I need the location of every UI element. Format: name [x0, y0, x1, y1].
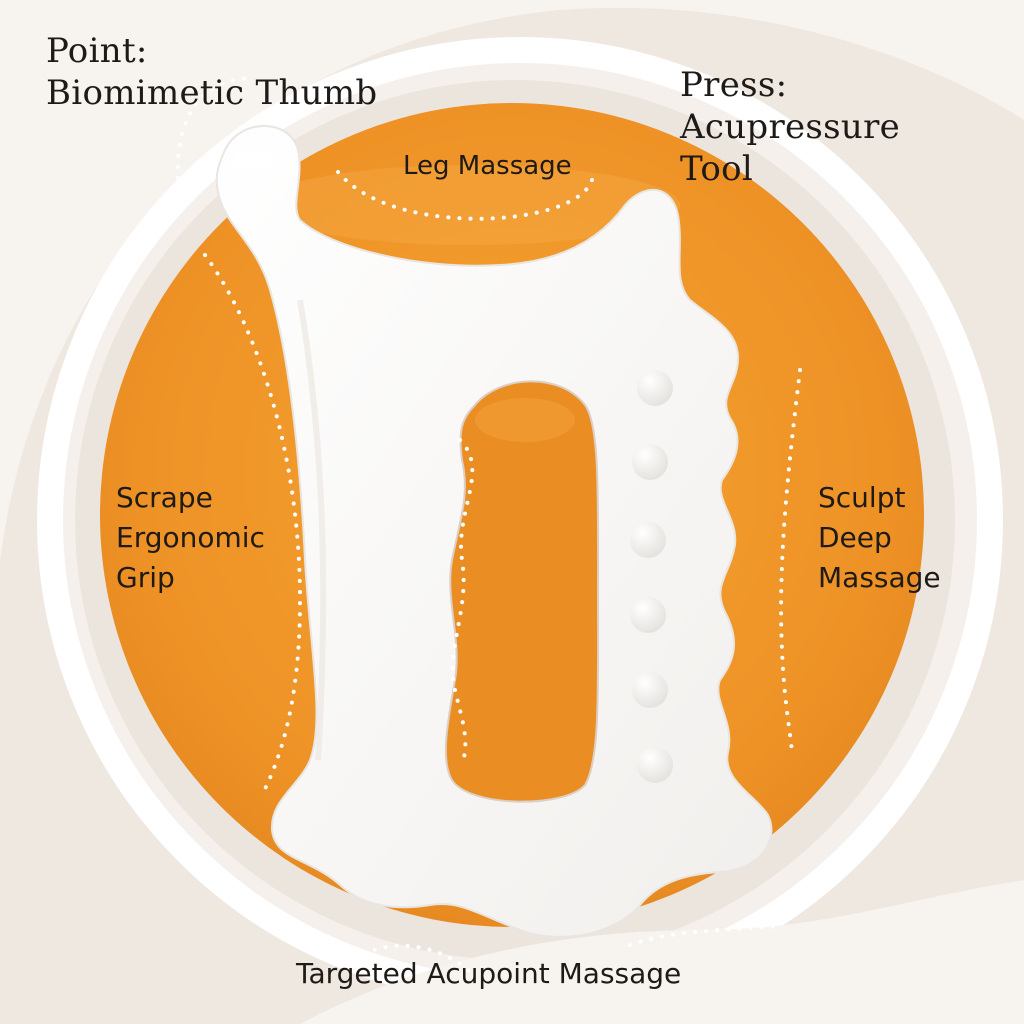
bump [637, 370, 673, 406]
scrape-label-line2: Ergonomic [116, 521, 265, 554]
disc-highlight [260, 165, 680, 245]
dotted-line-targeted [353, 924, 784, 974]
bump [630, 522, 666, 558]
tool-highlight [234, 151, 270, 169]
targeted-text: Targeted Acupoint Massage [296, 957, 682, 990]
tool-edge-shadow [297, 299, 327, 761]
acupressure-bumps [630, 370, 673, 783]
sculpt-label-line1: Sculpt [818, 481, 906, 514]
leg-massage-text: Leg Massage [403, 151, 572, 181]
targeted-label: Targeted Acupoint Massage [296, 954, 681, 994]
point-label-detail: Biomimetic Thumb [46, 73, 378, 113]
sculpt-label: Sculpt Deep Massage [818, 478, 941, 598]
scrape-label: Scrape Ergonomic Grip [116, 478, 265, 598]
press-label-line3: Tool [680, 149, 754, 189]
sculpt-label-line3: Massage [818, 561, 941, 594]
plate-outer-arc [0, 0, 1024, 560]
press-label-line2: Acupressure [680, 107, 901, 147]
bump [637, 747, 673, 783]
dotted-line-point [175, 76, 252, 180]
dotted-line-leg [336, 170, 594, 221]
sculpt-label-line2: Deep [818, 521, 892, 554]
bump [632, 444, 668, 480]
tool-grip-hole [444, 380, 600, 803]
scrape-label-line1: Scrape [116, 481, 213, 514]
bump [630, 597, 666, 633]
bump [632, 672, 668, 708]
press-label: Press: Acupressure Tool [680, 64, 900, 190]
dotted-line-scrape [203, 253, 303, 797]
point-label: Point: Biomimetic Thumb [46, 30, 377, 114]
point-label-title: Point: [46, 31, 148, 71]
hole-inner-shade [475, 398, 575, 442]
plate-bottom-wave [300, 880, 1024, 1024]
scrape-label-line3: Grip [116, 561, 175, 594]
press-label-title: Press: [680, 65, 788, 105]
leg-massage-label: Leg Massage [403, 146, 572, 186]
